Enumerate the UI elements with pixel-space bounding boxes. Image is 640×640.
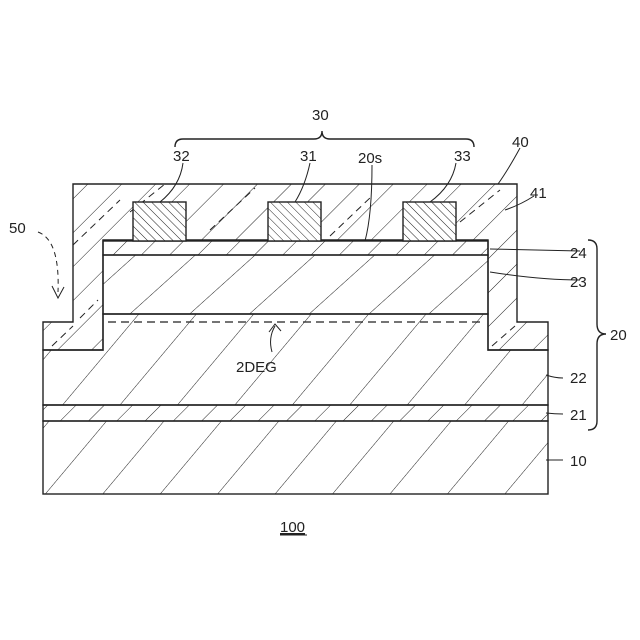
label-10: 10 [570, 453, 587, 470]
label-20s: 20s [358, 150, 382, 167]
layer-24 [103, 241, 488, 255]
label-50: 50 [9, 220, 26, 237]
label-31: 31 [300, 148, 317, 165]
label-2deg: 2DEG [236, 359, 277, 376]
label-23: 23 [570, 274, 587, 291]
arrow-50 [38, 232, 58, 292]
label-32: 32 [173, 148, 190, 165]
figure-ref-100: 100 [280, 519, 305, 536]
substrate-10 [43, 421, 548, 494]
layer-23 [103, 255, 488, 314]
label-40: 40 [512, 134, 529, 151]
brace-30 [175, 131, 474, 147]
label-30: 30 [312, 107, 329, 124]
label-33: 33 [454, 148, 471, 165]
label-21: 21 [570, 407, 587, 424]
label-41: 41 [530, 185, 547, 202]
label-22: 22 [570, 370, 587, 387]
label-20: 20 [610, 327, 627, 344]
brace-20 [588, 240, 606, 430]
label-24: 24 [570, 245, 587, 262]
layer-21 [43, 405, 548, 421]
layer-22 [43, 314, 548, 405]
